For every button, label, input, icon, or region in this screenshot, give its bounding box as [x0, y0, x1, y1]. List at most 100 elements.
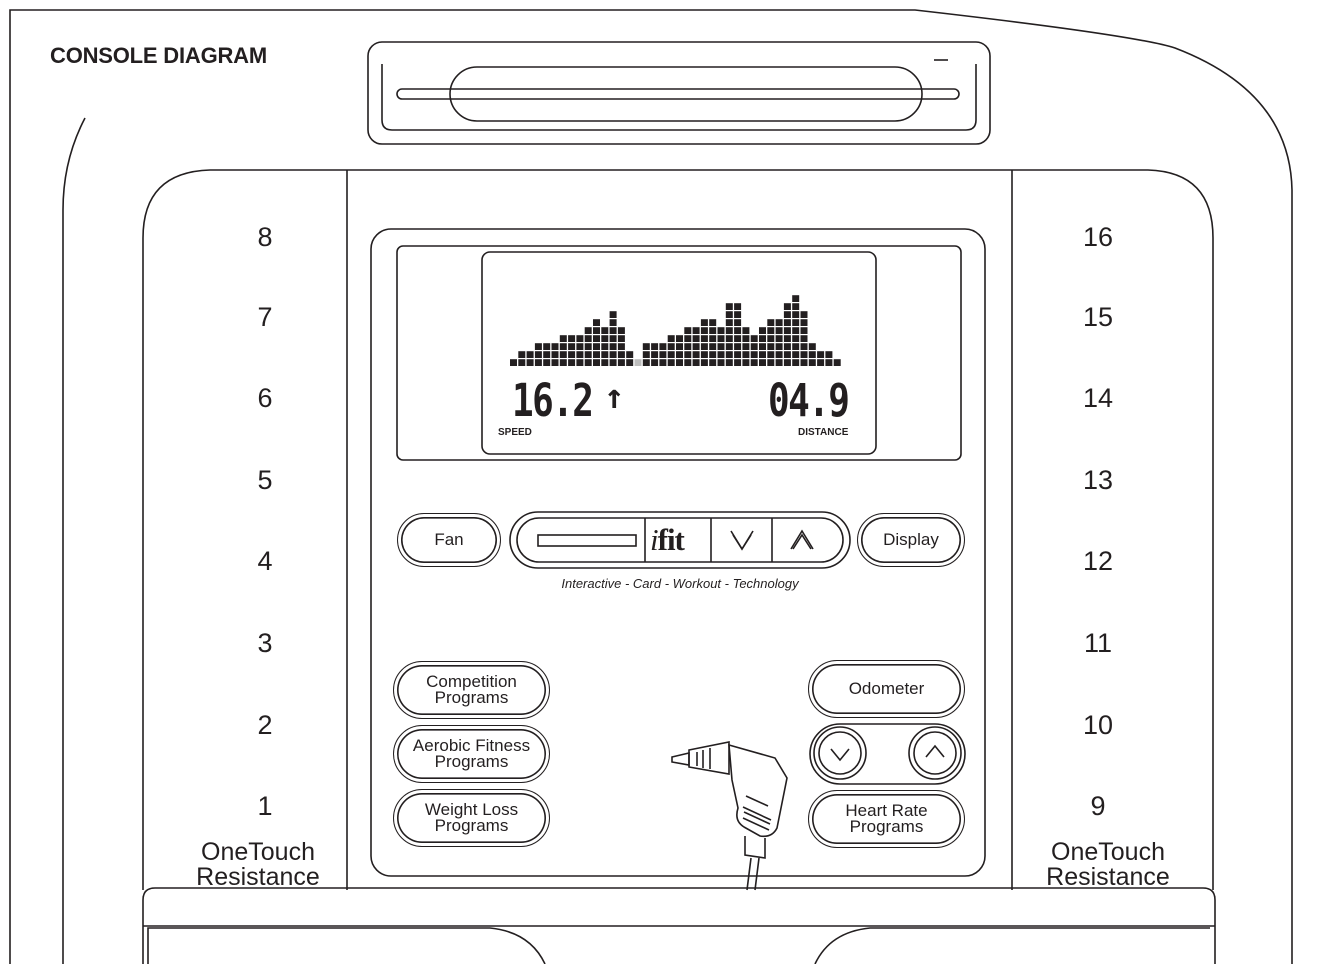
ifit-logo-letter: i	[650, 522, 659, 557]
profile-segment	[725, 343, 733, 350]
profile-segment	[817, 351, 825, 358]
resistance-level-4[interactable]: 4	[257, 546, 273, 576]
resistance-level-16[interactable]: 16	[1082, 222, 1114, 252]
profile-segment	[551, 351, 559, 358]
profile-segment	[593, 335, 600, 342]
profile-segment	[800, 359, 808, 366]
ifit-down-button[interactable]	[716, 522, 768, 558]
profile-segment	[676, 359, 683, 366]
profile-segment	[775, 351, 783, 358]
lcd-distance-value: 04.9	[768, 374, 850, 427]
resistance-level-7[interactable]: 7	[257, 302, 273, 332]
resistance-level-6[interactable]: 6	[257, 383, 273, 413]
profile-segment	[684, 335, 692, 342]
ifit-card-slot[interactable]	[538, 535, 636, 546]
profile-segment	[659, 343, 667, 350]
incline-up-button[interactable]	[909, 727, 961, 779]
profile-segment	[783, 351, 791, 358]
lcd-workout-profile-bars	[510, 295, 841, 366]
profile-segment	[526, 351, 534, 358]
resistance-level-9[interactable]: 9	[1090, 791, 1106, 821]
profile-segment	[617, 351, 625, 358]
profile-segment	[700, 359, 708, 366]
profile-segment	[783, 303, 791, 310]
profile-segment	[800, 351, 808, 358]
profile-segment	[734, 335, 742, 342]
profile-segment	[584, 359, 592, 366]
profile-segment	[568, 351, 576, 358]
profile-segment	[709, 343, 717, 350]
resistance-level-11[interactable]: 11	[1083, 628, 1113, 658]
profile-segment	[792, 327, 800, 334]
profile-segment	[551, 343, 559, 350]
profile-segment	[792, 311, 800, 318]
ifit-up-button[interactable]	[776, 522, 828, 558]
profile-segment	[584, 335, 592, 342]
profile-segment	[750, 343, 758, 350]
profile-segment	[617, 359, 625, 366]
profile-segment	[534, 343, 542, 350]
profile-segment	[825, 359, 833, 366]
profile-segment	[617, 343, 625, 350]
resistance-level-8[interactable]: 8	[257, 222, 273, 252]
profile-segment	[709, 351, 717, 358]
profile-segment	[833, 359, 841, 366]
resistance-level-10[interactable]: 10	[1082, 710, 1114, 740]
profile-segment	[609, 311, 617, 318]
profile-segment	[775, 335, 783, 342]
profile-segment	[584, 343, 592, 350]
profile-segment	[767, 359, 775, 366]
display-button[interactable]: Display	[857, 513, 965, 567]
fan-button[interactable]: Fan	[397, 513, 501, 567]
resistance-level-3[interactable]: 3	[257, 628, 273, 658]
profile-segment	[692, 351, 700, 358]
incline-down-button[interactable]	[814, 727, 866, 779]
profile-segment	[651, 351, 659, 358]
lcd-speed-value: 16.2	[512, 374, 594, 427]
profile-segment	[543, 343, 551, 350]
odometer-button[interactable]: Odometer	[808, 660, 965, 718]
resistance-level-2[interactable]: 2	[257, 710, 273, 740]
profile-segment	[825, 351, 833, 358]
profile-segment	[543, 359, 551, 366]
profile-segment	[642, 359, 650, 366]
profile-segment	[684, 327, 692, 334]
weight-loss-programs-button[interactable]: Weight Loss Programs	[393, 789, 550, 847]
profile-segment	[667, 351, 675, 358]
fan-button-label: Fan	[434, 530, 464, 549]
profile-segment	[775, 327, 783, 334]
resistance-level-15[interactable]: 15	[1082, 302, 1114, 332]
profile-segment	[725, 359, 733, 366]
weight-loss-programs-label: Weight Loss Programs	[424, 800, 519, 835]
profile-segment	[783, 359, 791, 366]
right-resistance-label: OneTouch Resistance	[1046, 838, 1170, 891]
resistance-level-5[interactable]: 5	[257, 465, 273, 495]
profile-segment	[626, 351, 634, 358]
profile-segment	[750, 335, 758, 342]
profile-segment	[576, 343, 584, 350]
profile-segment	[568, 343, 576, 350]
profile-segment	[700, 327, 708, 334]
profile-segment	[518, 351, 526, 358]
resistance-level-12[interactable]: 12	[1082, 546, 1114, 576]
profile-segment	[676, 343, 683, 350]
profile-segment	[576, 359, 584, 366]
profile-segment	[800, 335, 808, 342]
profile-segment	[759, 351, 766, 358]
competition-programs-button[interactable]: Competition Programs	[393, 661, 550, 719]
profile-segment	[717, 351, 725, 358]
heart-rate-programs-button[interactable]: Heart Rate Programs	[808, 790, 965, 848]
resistance-level-14[interactable]: 14	[1082, 383, 1114, 413]
profile-segment	[734, 311, 742, 318]
lcd-speed-arrow: ↑	[604, 377, 625, 417]
profile-segment	[667, 335, 675, 342]
profile-segment	[692, 335, 700, 342]
resistance-level-13[interactable]: 13	[1082, 465, 1114, 495]
aerobic-fitness-programs-button[interactable]: Aerobic Fitness Programs	[393, 725, 550, 783]
resistance-level-1[interactable]: 1	[257, 791, 273, 821]
profile-segment	[775, 359, 783, 366]
profile-segment	[767, 335, 775, 342]
profile-segment	[684, 351, 692, 358]
profile-segment	[609, 343, 617, 350]
profile-segment	[800, 343, 808, 350]
